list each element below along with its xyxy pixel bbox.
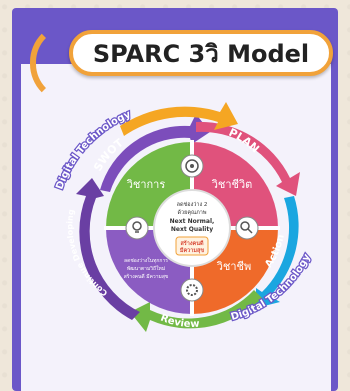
swot-arrow-band [100, 114, 210, 192]
page-title: SPARC 3วิ Model [92, 39, 310, 68]
title-pill [69, 30, 333, 76]
center-text-1: ลดช่องว่าง 2 [177, 201, 208, 208]
idea-icon [125, 216, 149, 240]
quadrant-label-career: วิชาชีพ [216, 260, 251, 273]
center-circle [153, 189, 231, 267]
center-logo-text-1: สร้างคนดี [180, 239, 204, 247]
gear-icon [180, 278, 204, 302]
quadrant-label-bottom-left-2: พัฒนาตามวิถีใหม่ [127, 265, 165, 272]
target-icon [180, 154, 204, 178]
quadrant-label-life: วิชาชีวิต [211, 178, 252, 191]
review-arrow-band [130, 290, 262, 332]
quadrant-label-academic: วิชาการ [126, 178, 165, 191]
title-decoration-arc [30, 22, 116, 104]
magnifier-icon [235, 216, 259, 240]
center-text-3: Next Normal, [170, 218, 215, 225]
center-logo-text-2: มีความสุข [180, 247, 205, 254]
center-text-4: Next Quality [171, 226, 213, 233]
center-text-2: ด้วยคุณภาพ [177, 209, 206, 216]
continue-arrow-band [76, 178, 140, 320]
quadrant-label-bottom-left-3: สร้างคนดี มีความสุข [124, 273, 169, 280]
swot-arc-orange [120, 102, 238, 136]
plan-arrow-band [196, 121, 300, 196]
quadrant-label-bottom-left-1: ลดช่องว่างในทุกการ [124, 257, 168, 264]
center-logo: สร้างคนดี มีความสุข [175, 236, 209, 256]
